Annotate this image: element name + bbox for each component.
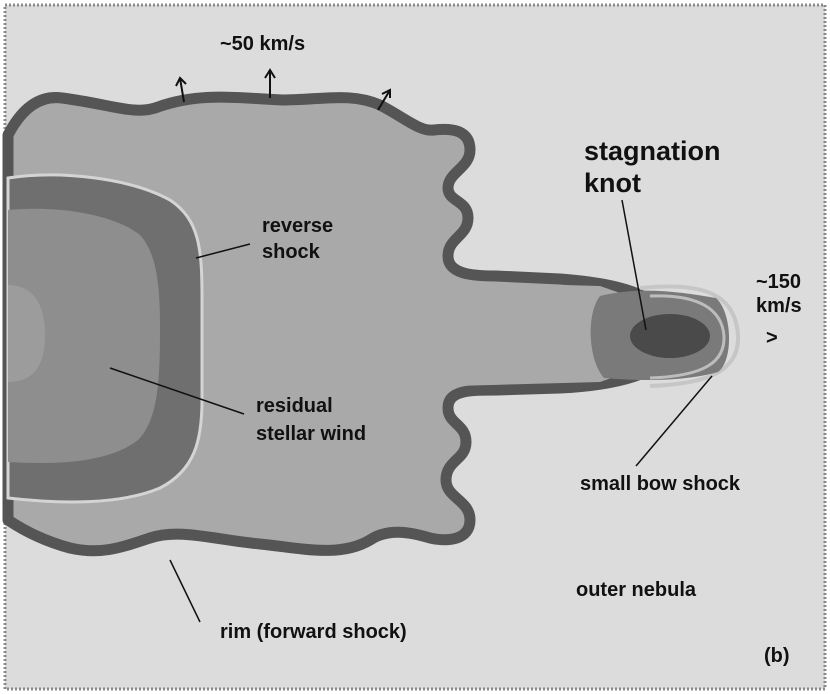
- tail-plume: [455, 282, 640, 386]
- label-top-speed: ~50 km/s: [220, 33, 305, 55]
- arrow-icon-top-left: [175, 76, 187, 103]
- label-residual-line2: stellar wind: [256, 423, 366, 445]
- panel-tag: (b): [764, 645, 790, 667]
- stagnation-knot: [630, 314, 710, 358]
- label-reverse-line2: shock: [262, 241, 321, 263]
- arrow-icon-top-right: [377, 88, 391, 111]
- label-fast-speed-line1: ~150: [756, 271, 801, 293]
- leader-reverse-shock: [195, 243, 251, 259]
- stellar-wind-core: [8, 208, 160, 463]
- leader-rim: [169, 559, 201, 623]
- label-rim: rim (forward shock): [220, 621, 407, 643]
- arrow-icon-top-center: [264, 68, 276, 98]
- bow-shock-inner-rim: [649, 294, 726, 380]
- label-stagnation-line1: stagnation: [584, 136, 721, 166]
- label-reverse-line1: reverse: [262, 215, 333, 237]
- label-small-bow-shock: small bow shock: [580, 473, 741, 495]
- label-residual-line1: residual: [256, 395, 333, 417]
- fast-speed-arrow-icon: >: [766, 327, 778, 349]
- leader-residual-wind: [109, 367, 245, 415]
- label-stagnation-line2: knot: [584, 168, 641, 198]
- label-fast-speed-line2: km/s: [756, 295, 802, 317]
- leader-small-bow-shock: [635, 375, 713, 467]
- label-outer-nebula: outer nebula: [576, 579, 697, 601]
- central-star-region: [8, 285, 45, 382]
- leader-stagnation-knot: [621, 199, 647, 331]
- small-bow-shock-halo: [639, 284, 741, 388]
